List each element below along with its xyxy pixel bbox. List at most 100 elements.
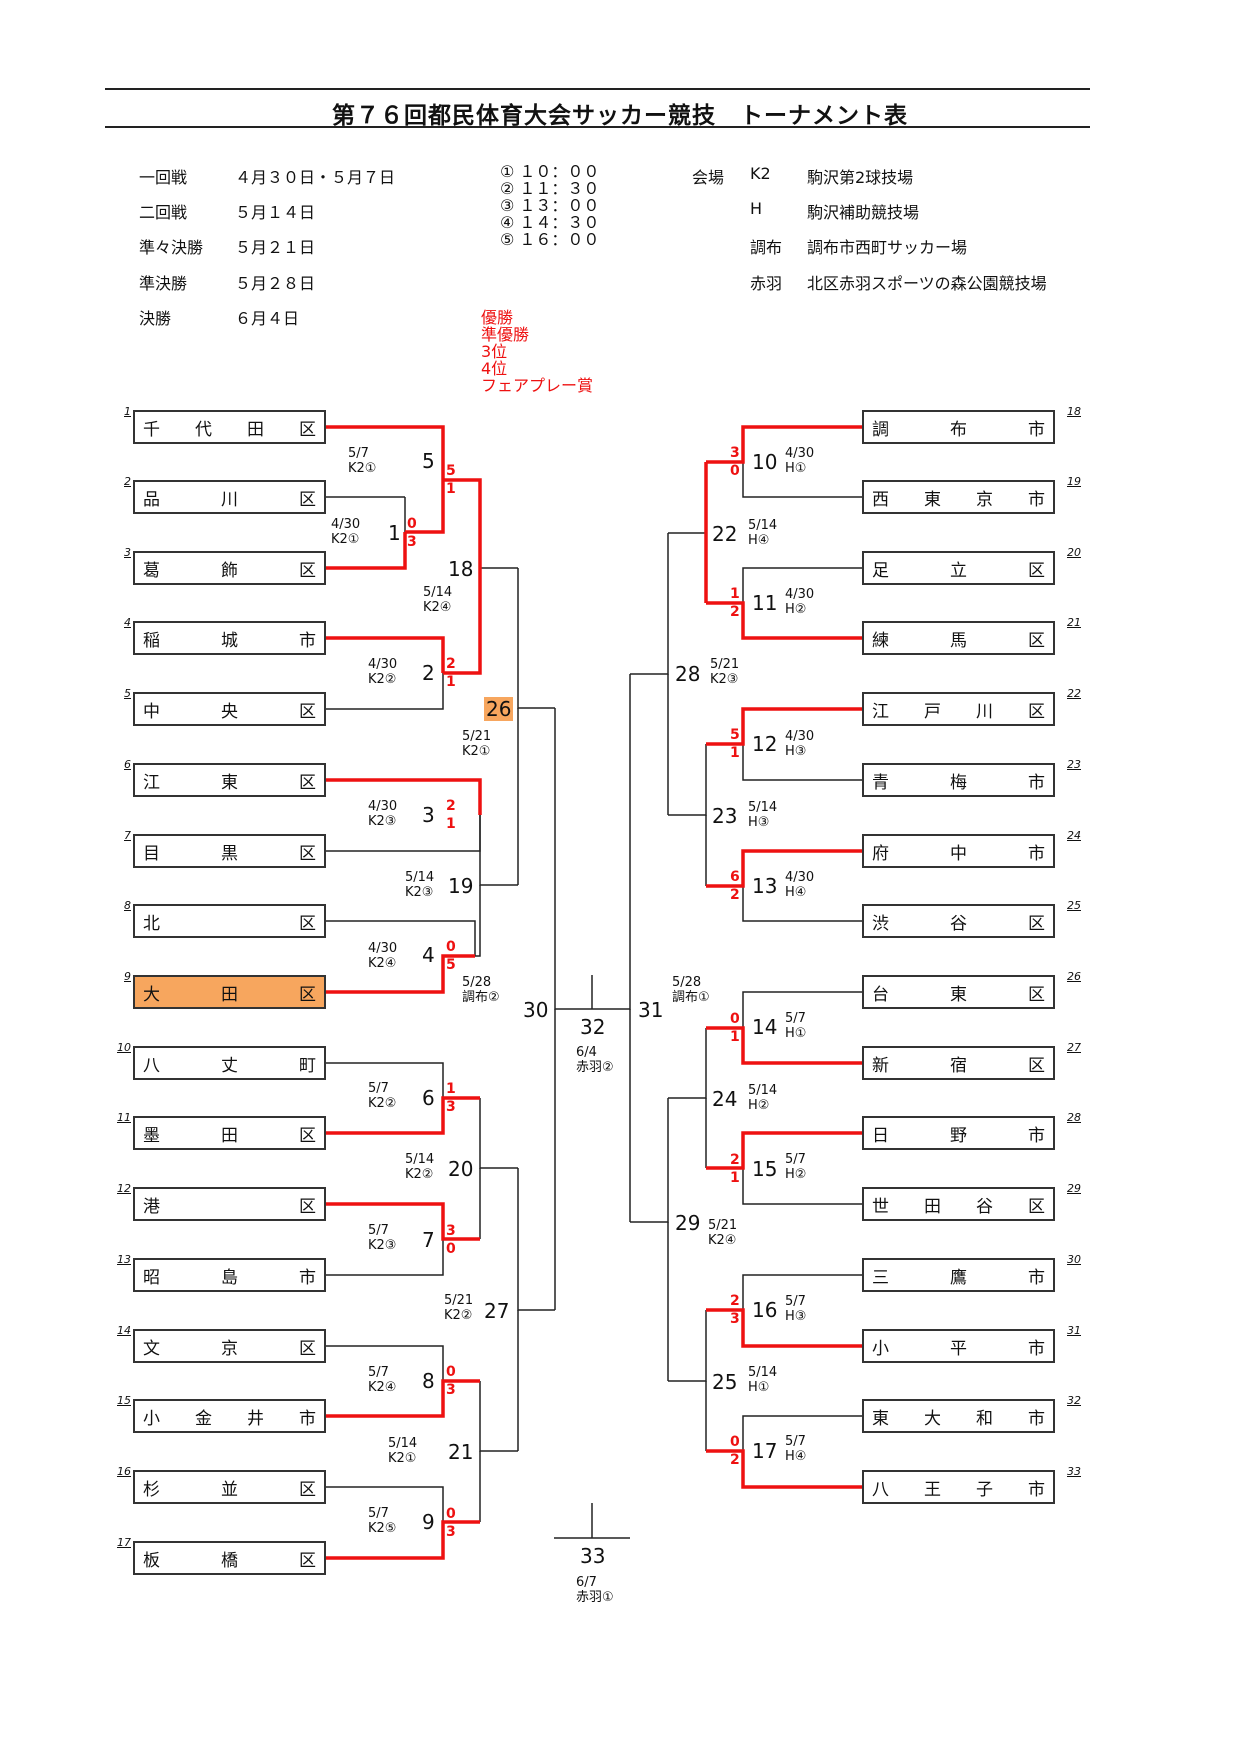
team-box: 品川区	[133, 480, 326, 514]
bracket-line	[742, 991, 862, 1028]
bracket-line	[630, 1098, 669, 1223]
team-name-char: 中	[950, 843, 967, 864]
team-name-char: 小	[143, 1408, 160, 1429]
match-date: 5/28	[462, 975, 492, 990]
match-venue: K2②	[368, 1096, 397, 1111]
match-date: 5/7	[785, 1294, 806, 1309]
match-score: 1	[730, 586, 740, 602]
team-number: 26	[1067, 970, 1081, 983]
team-name-char: 練	[872, 630, 889, 651]
bracket-line	[517, 568, 555, 709]
team-name-char: 区	[299, 419, 316, 440]
match-number: 3	[422, 803, 435, 827]
bracket-line	[326, 1239, 444, 1276]
match-date: 5/7	[368, 1506, 389, 1521]
match-date: 5/7	[785, 1011, 806, 1026]
bracket-line	[706, 1308, 862, 1348]
team-box: 新宿区	[862, 1046, 1055, 1080]
team-box: 八丈町	[133, 1046, 326, 1080]
bracket-line	[479, 1381, 518, 1452]
team-box: 昭島市	[133, 1258, 326, 1292]
team-name-char: 市	[1028, 1338, 1045, 1359]
team-name-char: 区	[1028, 913, 1045, 934]
match-date: 4/30	[785, 870, 815, 885]
team-box: 渋谷区	[862, 904, 1055, 938]
match-score: 3	[730, 1311, 740, 1327]
team-name-char: 大	[143, 984, 160, 1005]
bracket-line	[326, 425, 445, 480]
team-name-char: 江	[872, 701, 889, 722]
team-number: 11	[117, 1111, 131, 1124]
bracket-line	[326, 1062, 444, 1098]
time-1: ① １０：００	[500, 162, 600, 181]
match-venue: K2①	[388, 1451, 417, 1466]
match-venue: H②	[748, 1098, 770, 1113]
team-box: 墨田区	[133, 1116, 326, 1150]
team-name-char: 東	[924, 489, 941, 510]
bracket-line	[706, 425, 862, 464]
match-number: 10	[752, 450, 778, 474]
bracket-line	[475, 885, 481, 957]
team-name-char: 江	[143, 772, 160, 793]
team-number: 15	[117, 1394, 131, 1407]
bracket-line	[326, 920, 476, 956]
team-name-char: 区	[299, 1125, 316, 1146]
team-box: 文京区	[133, 1329, 326, 1363]
bracket-line	[326, 1520, 480, 1560]
team-box: 小金井市	[133, 1399, 326, 1433]
team-number: 10	[117, 1041, 131, 1054]
bracket-line	[326, 1096, 480, 1135]
match-score: 2	[730, 1293, 740, 1309]
match-score: 3	[407, 534, 417, 550]
schedule-date: ５月１４日	[235, 203, 316, 222]
team-name-char: 市	[1028, 843, 1045, 864]
team-name-char: 八	[872, 1479, 889, 1500]
team-name-char: 青	[872, 772, 889, 793]
bracket-line	[706, 1131, 862, 1170]
match-date: 5/7	[368, 1081, 389, 1096]
title-rule-bottom	[105, 126, 1090, 128]
team-name-char: 区	[299, 1338, 316, 1359]
match-date: 5/14	[748, 1083, 778, 1098]
team-box: 練馬区	[862, 621, 1055, 655]
venue-code: 赤羽	[750, 274, 783, 293]
match-score: 2	[446, 798, 456, 814]
match-score: 0	[730, 1011, 740, 1027]
venues-label: 会場	[692, 168, 725, 187]
match-date: 4/30	[785, 587, 815, 602]
match-number: 22	[712, 522, 738, 546]
team-number: 14	[117, 1324, 131, 1337]
bracket-line	[630, 533, 669, 675]
team-name-char: 市	[1028, 419, 1045, 440]
match-venue: K2④	[423, 600, 452, 615]
bracket-line	[706, 849, 862, 888]
match-number: 27	[484, 1299, 510, 1323]
match-venue: K2⑤	[368, 1521, 397, 1536]
team-name-char: 田	[221, 1125, 238, 1146]
match-score: 1	[730, 745, 740, 761]
team-name-char: 谷	[950, 913, 967, 934]
team-name-char: 区	[299, 843, 316, 864]
team-name-char: 小	[872, 1338, 889, 1359]
team-name-char: 平	[950, 1338, 967, 1359]
match-venue: H①	[748, 1380, 770, 1395]
match-score: 2	[730, 604, 740, 620]
team-box: 足立区	[862, 551, 1055, 585]
team-name-char: 目	[143, 843, 160, 864]
bracket-line	[326, 778, 482, 815]
team-name-char: 西	[872, 489, 889, 510]
match-date: 5/21	[710, 657, 740, 672]
match-venue: H④	[748, 533, 770, 548]
match-venue: K2④	[368, 956, 397, 971]
